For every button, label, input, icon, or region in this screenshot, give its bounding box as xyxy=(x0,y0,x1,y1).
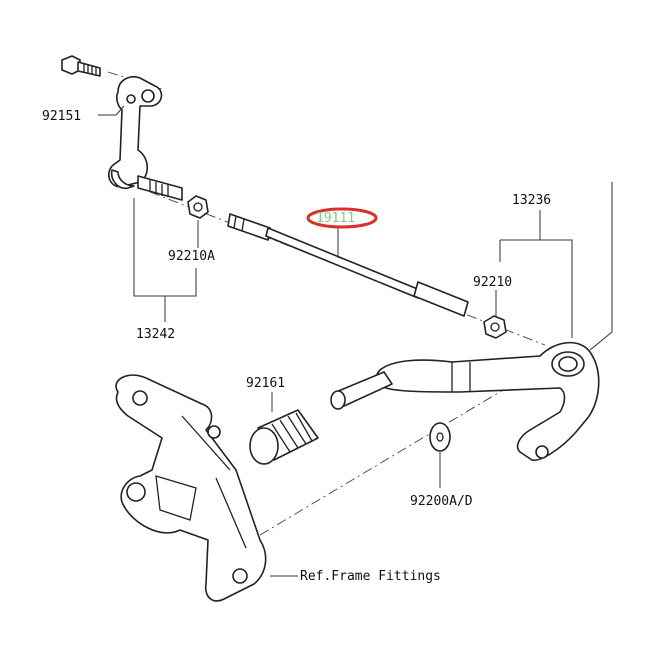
label-92151: 92151 xyxy=(42,109,81,124)
frame-bracket xyxy=(115,374,267,602)
pedal-shaft[interactable] xyxy=(330,371,393,410)
label-19111: 19111 xyxy=(316,211,355,226)
label-92161: 92161 xyxy=(246,376,285,391)
axis-line-lower xyxy=(259,364,546,536)
highlight-marker xyxy=(306,207,378,229)
label-92210A: 92210A xyxy=(168,249,215,264)
leader-lines xyxy=(98,105,613,577)
shift-arm[interactable] xyxy=(108,76,183,201)
nut-92210A[interactable] xyxy=(187,195,209,219)
rubber-92161[interactable] xyxy=(249,409,319,465)
tie-rod-19111[interactable] xyxy=(227,213,469,317)
nut-92210[interactable] xyxy=(483,315,507,339)
washer-92200AD[interactable] xyxy=(429,422,451,452)
label-ref-frame-fittings: Ref.Frame Fittings xyxy=(300,569,441,584)
bolt-92151[interactable] xyxy=(61,55,101,77)
label-92210: 92210 xyxy=(473,275,512,290)
label-13236: 13236 xyxy=(512,193,551,208)
label-92200AD: 92200A/D xyxy=(410,494,473,509)
label-13242: 13242 xyxy=(136,327,175,342)
shift-pedal-13236[interactable] xyxy=(375,341,600,461)
